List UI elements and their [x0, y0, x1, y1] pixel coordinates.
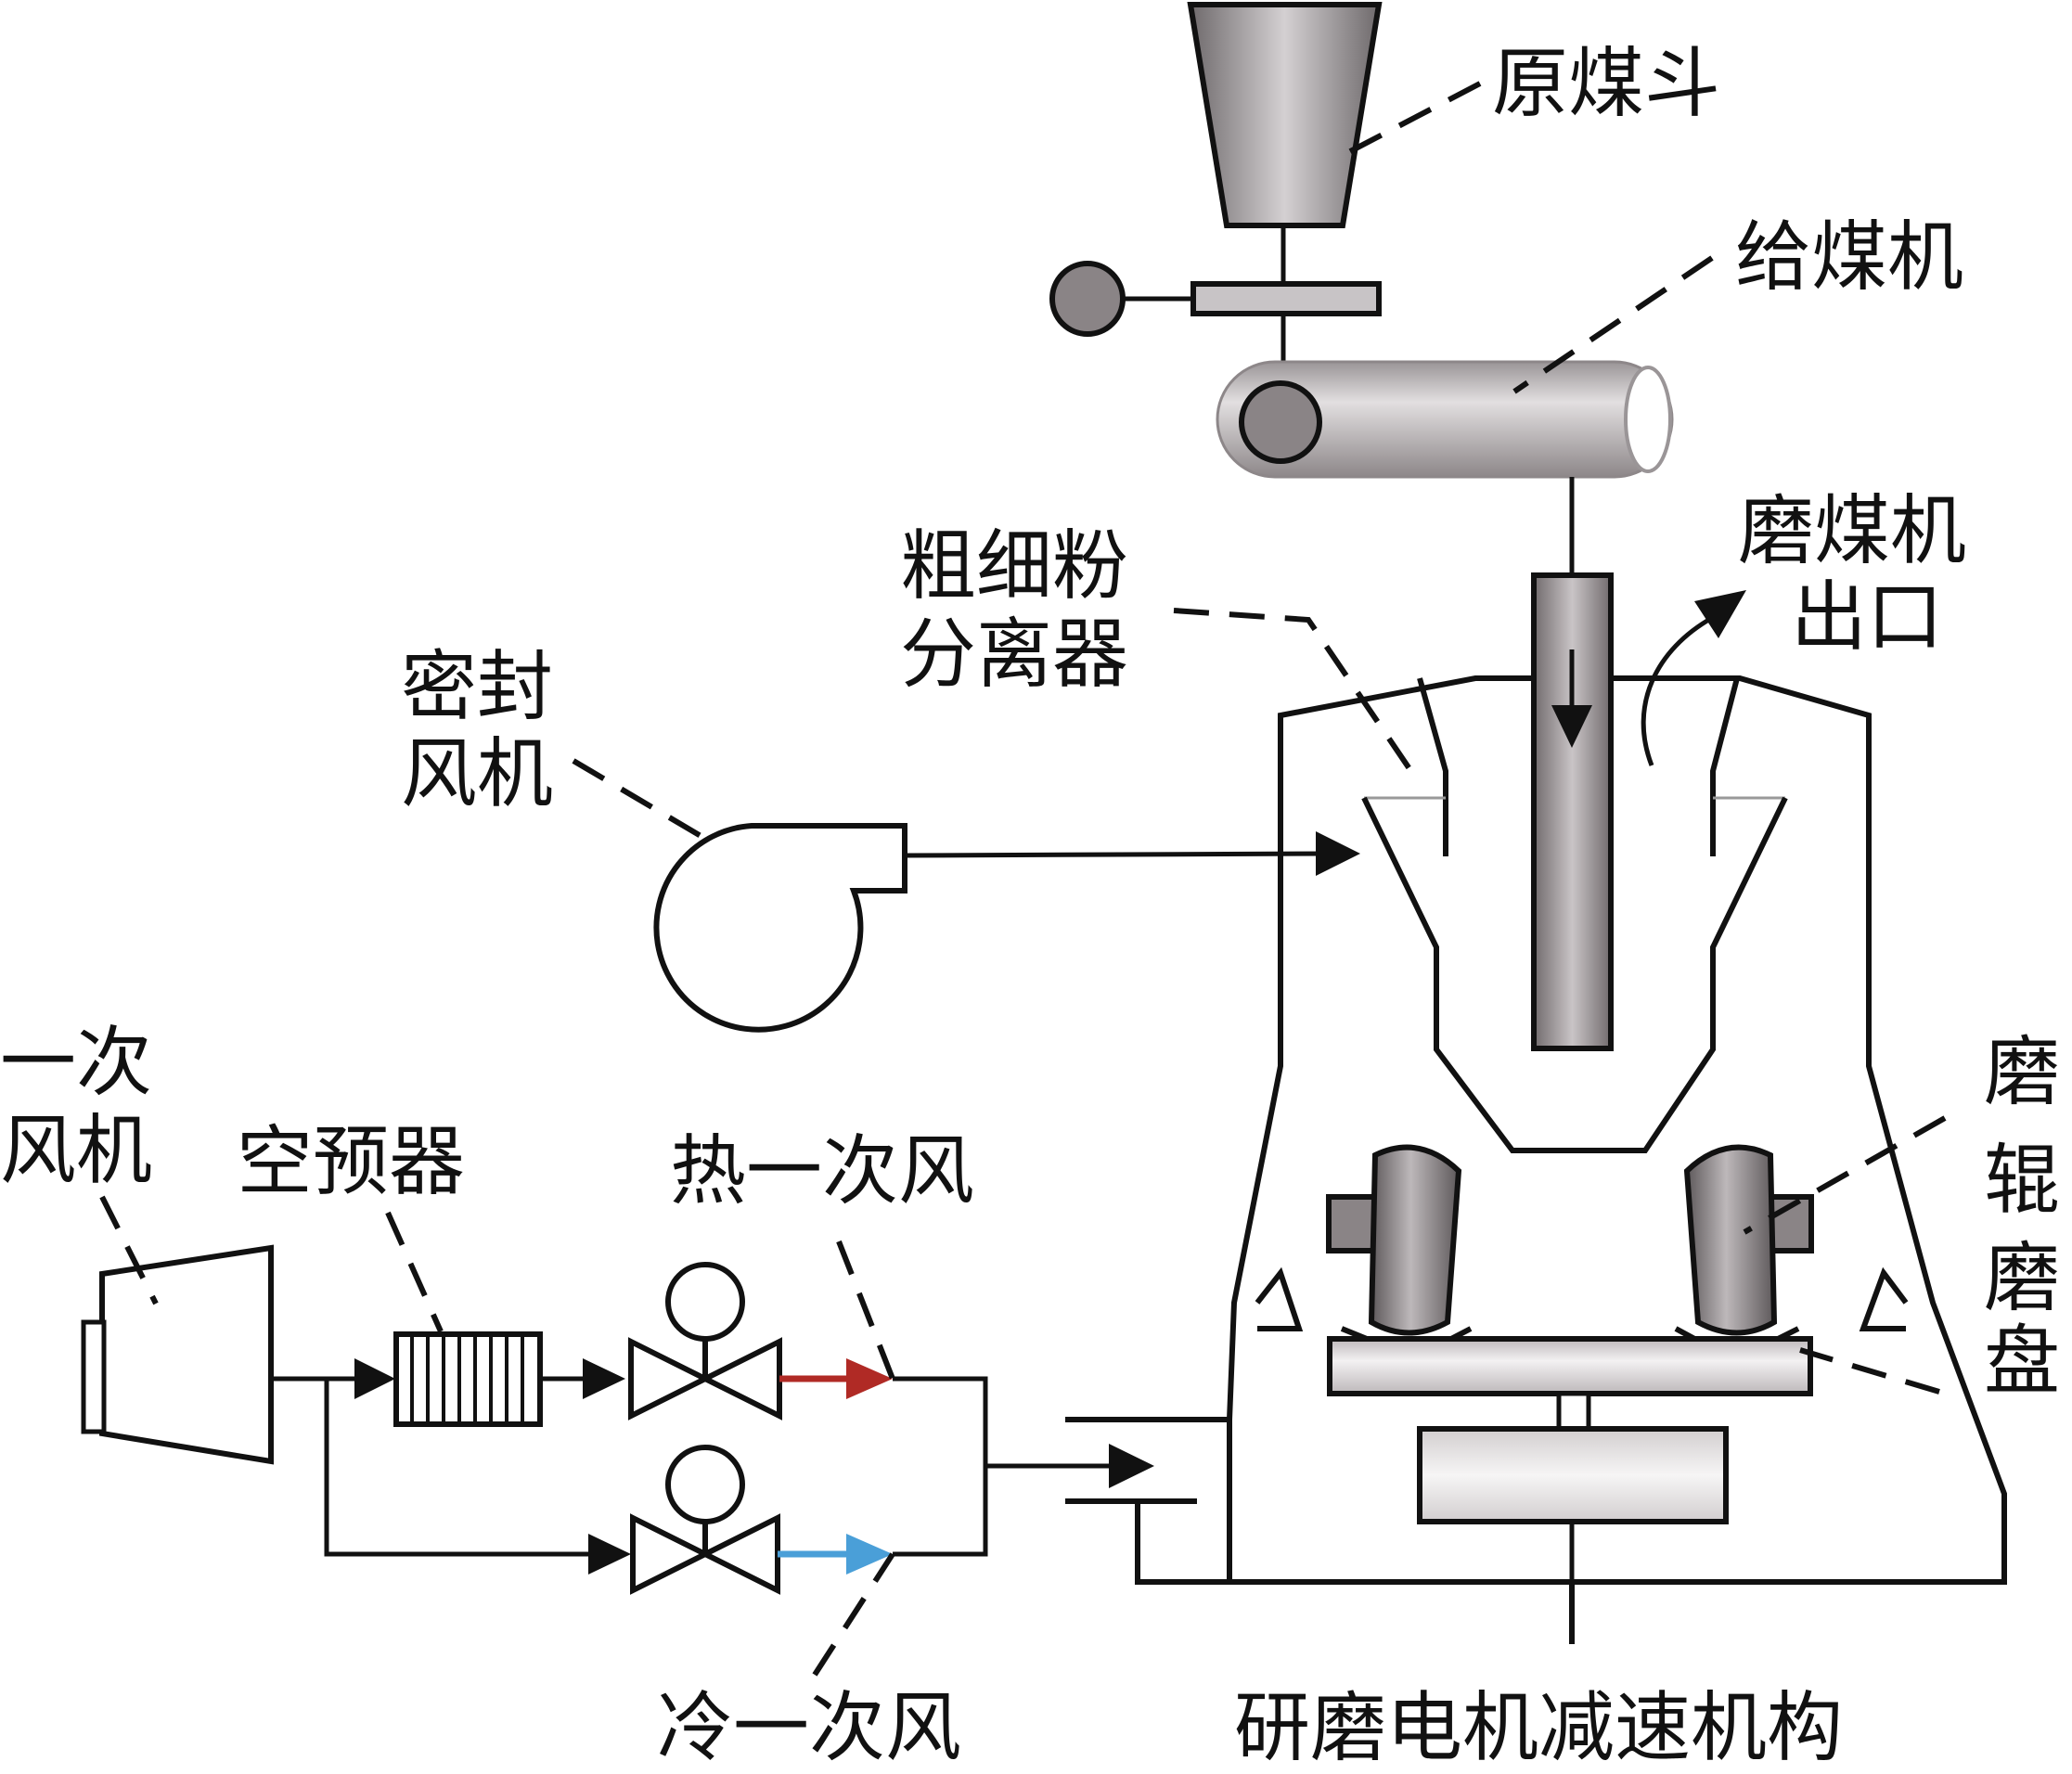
- label-primary-fan-1: 一次: [0, 1019, 152, 1107]
- gate-plate: [1190, 281, 1382, 316]
- cold-air-bypass-line: [324, 1379, 605, 1557]
- label-classifier-1: 粗细粉: [900, 522, 1128, 611]
- leader-hot-air: [836, 1240, 895, 1381]
- hot-air-arrow-icon: [846, 1358, 893, 1399]
- leader-grinding-table: [1799, 1347, 1940, 1395]
- cold-air-arrow-icon: [846, 1534, 893, 1575]
- grinding-roller-right: [1683, 1144, 1814, 1336]
- label-motor-reducer: 研磨电机减速机构: [1234, 1684, 1843, 1772]
- leader-air-preheater: [385, 1211, 444, 1333]
- label-coal-feeder: 给煤机: [1735, 213, 1963, 302]
- feeder-gate: [1049, 261, 1382, 337]
- motor-reducer-box: [1417, 1426, 1729, 1524]
- label-seal-fan-1: 密封: [401, 643, 553, 731]
- raw-coal-hopper: [1187, 2, 1383, 228]
- cold-air-valve: [630, 1445, 780, 1595]
- center-coal-pipe: [1531, 572, 1614, 1051]
- primary-air-fan: [81, 1244, 274, 1465]
- coal-mill-body: [1065, 675, 2007, 1585]
- leader-cold-air: [812, 1552, 895, 1677]
- mixed-air-arrow-icon: [1109, 1444, 1154, 1488]
- coarse-fine-classifier: [1361, 677, 1788, 1153]
- label-grinding-table-2: 盘: [1984, 1318, 2060, 1406]
- label-seal-fan-2: 风机: [401, 730, 553, 818]
- fan-to-preheater-arrow-icon: [354, 1358, 395, 1399]
- label-air-preheater: 空预器: [237, 1118, 465, 1206]
- air-preheater: [393, 1331, 543, 1427]
- label-grinding-roller-1: 磨: [1984, 1028, 2060, 1116]
- label-classifier-2: 分离器: [900, 611, 1128, 699]
- leader-grinding-roller: [1743, 1115, 1947, 1235]
- leader-seal-fan: [572, 758, 709, 842]
- label-raw-coal-hopper: 原煤斗: [1492, 40, 1720, 128]
- leader-primary-fan: [99, 1195, 159, 1305]
- label-cold-primary-air: 冷一次风: [657, 1684, 961, 1772]
- leader-coal-feeder: [1512, 255, 1714, 394]
- mill-outlet-arrow: [1641, 615, 1714, 766]
- label-mill-outlet-2: 出口: [1791, 573, 1943, 662]
- leader-classifier: [1173, 608, 1413, 772]
- leader-raw-coal-hopper: [1336, 81, 1482, 161]
- drive-shaft: [1556, 1391, 1591, 1432]
- label-primary-fan-2: 风机: [0, 1107, 152, 1195]
- preheater-to-valve-arrow-icon: [583, 1358, 625, 1399]
- seal-air-arrow-icon: [1316, 831, 1360, 876]
- grinding-roller-left: [1326, 1144, 1462, 1336]
- label-hot-primary-air: 热一次风: [670, 1127, 974, 1215]
- coal-down-arrow-icon: [1551, 705, 1592, 748]
- label-grinding-table-1: 磨: [1984, 1234, 2060, 1322]
- hot-air-valve: [628, 1262, 782, 1420]
- label-grinding-roller-2: 辊: [1984, 1137, 2060, 1225]
- seal-air-line: [904, 851, 1332, 858]
- air-merge-lines: [893, 1376, 988, 1557]
- cold-bypass-arrow-icon: [588, 1534, 631, 1575]
- feeder-pulley-icon: [1239, 380, 1322, 464]
- seal-fan: [653, 823, 907, 1033]
- handwheel-icon: [1049, 261, 1126, 337]
- mill-outlet-arrow-icon: [1694, 590, 1746, 638]
- grinding-table: [1327, 1336, 1813, 1396]
- coal-feeder: [1216, 360, 1674, 479]
- label-mill-outlet-1: 磨煤机: [1738, 487, 1966, 575]
